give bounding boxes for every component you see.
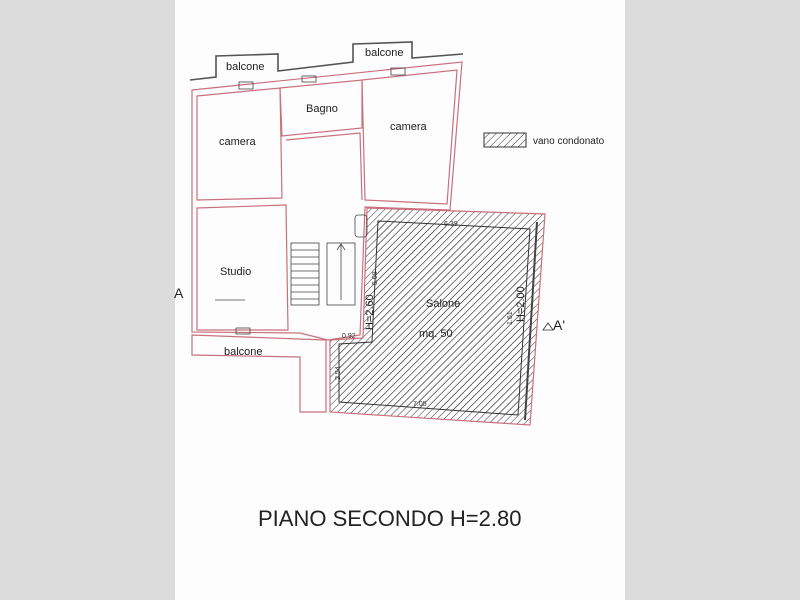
camera-label: camera [219, 136, 257, 148]
window [390, 67, 406, 76]
section-arrow-icon [542, 322, 554, 331]
salone-condoned-area [329, 207, 546, 426]
height-right: H=2.00 [515, 286, 527, 322]
section-marker-left: A [174, 285, 184, 301]
balcone-label: balcone [224, 346, 263, 358]
dimension-right-inner: 1.61 [507, 311, 514, 325]
hatch-swatch [483, 132, 527, 148]
window [301, 75, 317, 83]
dimension-top: 6.39 [444, 221, 458, 228]
dimension-bottom: 7.05 [413, 401, 427, 408]
studio-label: Studio [220, 266, 251, 278]
dimension-left-inner: 5.09 [372, 271, 379, 285]
height-left: H=2.60 [364, 294, 376, 330]
plan-title: PIANO SECONDO H=2.80 [258, 506, 521, 531]
balcone-label: balcone [226, 61, 265, 73]
walls [191, 61, 463, 413]
legend-label: vano condonato [533, 136, 605, 147]
bagno-label: Bagno [306, 103, 338, 115]
exterior-outline [189, 41, 464, 81]
window [238, 81, 254, 90]
balcone-bottom-outline [191, 334, 327, 413]
salone-area: mq. 50 [419, 328, 453, 340]
dimension-step-width: 0.92 [342, 333, 356, 340]
dimension-step-depth: 2.54 [335, 366, 342, 380]
balcone-label: balcone [365, 47, 404, 59]
window [235, 327, 251, 335]
camera-label: camera [390, 121, 428, 133]
section-marker-right: A' [553, 317, 565, 333]
legend: vano condonato [483, 132, 605, 148]
salone-label: Salone [426, 298, 460, 310]
staircase [290, 242, 356, 306]
